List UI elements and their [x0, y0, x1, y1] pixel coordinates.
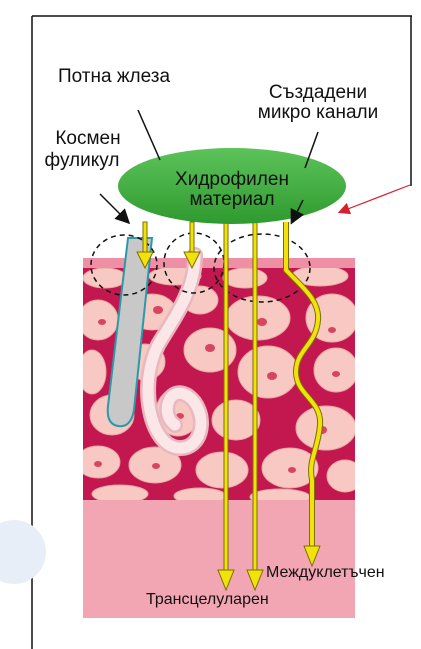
label-micro-channels-line1: Създадени	[258, 82, 378, 103]
channel-arrow-transcellular	[224, 222, 228, 574]
channel-arrow-transcellular	[253, 222, 257, 574]
cell	[196, 452, 248, 488]
channel-arrow-short	[143, 222, 147, 254]
cell	[238, 346, 298, 398]
cell-nucleus	[153, 306, 163, 314]
cell	[223, 268, 267, 288]
cell-nucleus	[98, 319, 106, 325]
label-hydrophilic-line2: материал	[142, 190, 322, 210]
side-circle	[0, 520, 46, 584]
label-sweat-gland: Потна жлеза	[58, 66, 170, 87]
cell-nucleus	[257, 318, 267, 326]
pointer-sweat-gland	[138, 110, 160, 160]
cell	[83, 268, 127, 288]
label-transcellular: Трансцелуларен	[146, 589, 269, 610]
cell	[226, 296, 290, 340]
cell	[78, 300, 118, 340]
cell-nucleus	[152, 463, 160, 469]
label-intercellular: Междуклетъчен	[266, 562, 385, 583]
pointer-hair-follicle	[100, 194, 128, 222]
red-pointer-arrow	[340, 185, 410, 212]
label-micro-channels-line2: микро канали	[248, 102, 388, 123]
cell	[78, 350, 106, 394]
cell-nucleus	[332, 371, 340, 377]
cell-nucleus	[267, 372, 277, 380]
cell-nucleus	[205, 344, 215, 352]
channel-arrow-short	[190, 222, 194, 254]
label-hydrophilic-line1: Хидрофилен	[142, 170, 322, 190]
cell-nucleus	[288, 467, 296, 473]
label-hair-follicle-line2: фуликул	[37, 150, 127, 171]
cell	[327, 460, 363, 492]
cell-nucleus	[94, 461, 102, 467]
cell-nucleus	[328, 327, 336, 333]
label-hair-follicle-line1: Космен	[43, 128, 133, 149]
cell	[314, 348, 358, 392]
